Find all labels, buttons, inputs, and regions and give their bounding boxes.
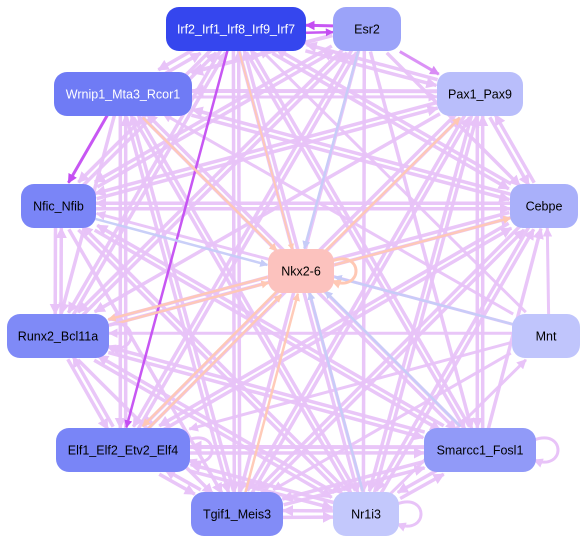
- edge-wrnip-to-irf: [163, 51, 202, 76]
- edge-mnt-to-nkx: [333, 274, 513, 326]
- edge-nkx-to-elf: [141, 290, 278, 428]
- self-loop-nkx: [331, 257, 358, 289]
- edge-cebpe-to-elf: [158, 221, 510, 428]
- edge-nr1i3-to-cebpe: [379, 228, 536, 495]
- edge-wrnip-to-nr1i3: [131, 116, 353, 495]
- edge-cebpe-to-irf: [275, 47, 513, 186]
- edge-irf-to-runx: [66, 48, 223, 314]
- self-loop-elf: [187, 436, 214, 468]
- self-loop-runx: [106, 322, 133, 354]
- edge-irf-to-tgif: [228, 50, 240, 494]
- edge-nfic-to-nkx: [95, 217, 269, 267]
- edge-runx-to-nkx: [109, 280, 270, 327]
- edge-irf-to-esr2: [305, 28, 334, 37]
- edge-runx-to-esr2: [80, 51, 349, 318]
- edge-mnt-to-elf: [188, 341, 512, 432]
- edge-esr2-to-pax: [399, 50, 440, 76]
- edge-elf-to-tgif: [158, 472, 196, 496]
- edge-smarcc-to-nr1i3: [396, 468, 439, 495]
- edge-irf-to-pax: [304, 49, 438, 89]
- node-runx2-bcl11a[interactable]: Runx2_Bcl11a: [7, 314, 109, 358]
- node-label: Wrnip1_Mta3_Rcor1: [66, 88, 180, 102]
- edge-esr2-to-nkx: [302, 49, 360, 250]
- node-pax1-pax9[interactable]: Pax1_Pax9: [437, 72, 523, 116]
- edge-tgif-to-smarcc: [283, 464, 426, 507]
- node-label: Irf2_Irf1_Irf8_Irf9_Irf7: [177, 23, 295, 37]
- node-mnt[interactable]: Mnt: [512, 314, 580, 358]
- node-tgif1-meis3[interactable]: Tgif1_Meis3: [191, 492, 283, 536]
- node-label: Esr2: [354, 23, 380, 37]
- node-label: Runx2_Bcl11a: [18, 330, 98, 344]
- edge-esr2-to-irf: [305, 20, 334, 31]
- edge-pax-to-runx: [93, 112, 441, 314]
- self-loop-smarcc: [533, 436, 560, 468]
- node-irf2-irf1-irf8-irf9-irf7[interactable]: Irf2_Irf1_Irf8_Irf9_Irf7: [166, 7, 306, 51]
- edge-irf-to-wrnip: [157, 47, 196, 72]
- edge-elf-to-esr2: [136, 51, 359, 431]
- node-label: Nfic_Nfib: [33, 200, 84, 214]
- edge-runx-to-elf: [66, 358, 110, 431]
- nodes-layer: Irf2_Irf1_Irf8_Irf9_Irf7 Esr2 Wrnip1_Mta…: [7, 7, 580, 536]
- node-esr2[interactable]: Esr2: [333, 7, 401, 51]
- node-label: Elf1_Elf2_Etv2_Elf4: [68, 444, 179, 458]
- edge-elf-to-runx: [71, 355, 115, 428]
- edge-smarcc-to-nkx: [324, 290, 462, 428]
- node-wrnip1-mta3-rcor1[interactable]: Wrnip1_Mta3_Rcor1: [54, 72, 192, 116]
- edge-nkx-to-cebpe: [334, 215, 512, 267]
- edge-runx-to-smarcc: [107, 350, 425, 441]
- edge-nkx-to-pax: [324, 116, 461, 252]
- self-loop-nr1i3: [396, 500, 423, 532]
- edge-nfic-to-smarcc: [93, 228, 442, 432]
- edge-cebpe-to-pax: [493, 113, 536, 184]
- edge-nr1i3-to-nkx: [307, 291, 365, 492]
- edge-pax-to-cebpe: [488, 116, 531, 187]
- node-label: Pax1_Pax9: [448, 88, 512, 102]
- edge-tgif-to-nkx: [244, 292, 300, 493]
- node-nkx2-6[interactable]: Nkx2-6: [268, 249, 334, 293]
- node-label: Nkx2-6: [281, 265, 321, 279]
- node-elf1-elf2-etv2-elf4[interactable]: Elf1_Elf2_Etv2_Elf4: [56, 428, 190, 472]
- node-label: Smarcc1_Fosl1: [437, 444, 524, 458]
- edge-wrnip-to-tgif: [124, 116, 232, 494]
- node-label: Nr1i3: [351, 508, 381, 522]
- edge-tgif-to-irf: [233, 49, 245, 493]
- edge-wrnip-to-cebpe: [190, 113, 511, 203]
- node-label: Tgif1_Meis3: [203, 508, 271, 522]
- edge-wrnip-to-nfic: [67, 114, 109, 184]
- self-loops-layer: [106, 257, 560, 532]
- edge-smarcc-to-runx: [108, 344, 426, 434]
- edge-elf-to-nkx: [146, 293, 283, 431]
- edge-smarcc-to-nfic: [96, 223, 445, 428]
- node-smarcc1-fosl1[interactable]: Smarcc1_Fosl1: [424, 428, 536, 472]
- edge-irf-to-cebpe: [271, 51, 510, 191]
- edge-elf-to-cebpe: [161, 226, 513, 432]
- edge-nkx-to-runx: [107, 275, 268, 322]
- edge-pax-to-irf: [305, 41, 439, 82]
- edge-irf-to-elf: [124, 50, 229, 429]
- edge-runx-to-tgif: [76, 358, 214, 496]
- edge-esr2-to-nr1i3: [357, 50, 370, 494]
- edge-nr1i3-to-smarcc: [399, 472, 445, 501]
- node-nr1i3[interactable]: Nr1i3: [333, 492, 399, 536]
- edge-nfic-to-nr1i3: [77, 228, 344, 496]
- edge-wrnip-to-nkx: [142, 116, 278, 252]
- edge-nfic-to-esr2: [96, 49, 336, 189]
- edge-irf-to-nkx: [238, 51, 294, 251]
- node-label: Cebpe: [526, 200, 563, 214]
- edge-nfic-to-irf: [81, 51, 218, 188]
- node-label: Mnt: [536, 330, 557, 344]
- node-nfic-nfib[interactable]: Nfic_Nfib: [21, 184, 96, 228]
- edge-irf-to-smarcc: [244, 51, 467, 431]
- node-cebpe[interactable]: Cebpe: [510, 184, 578, 228]
- edge-tgif-to-cebpe: [259, 228, 526, 496]
- edge-mnt-to-cebpe: [542, 227, 553, 315]
